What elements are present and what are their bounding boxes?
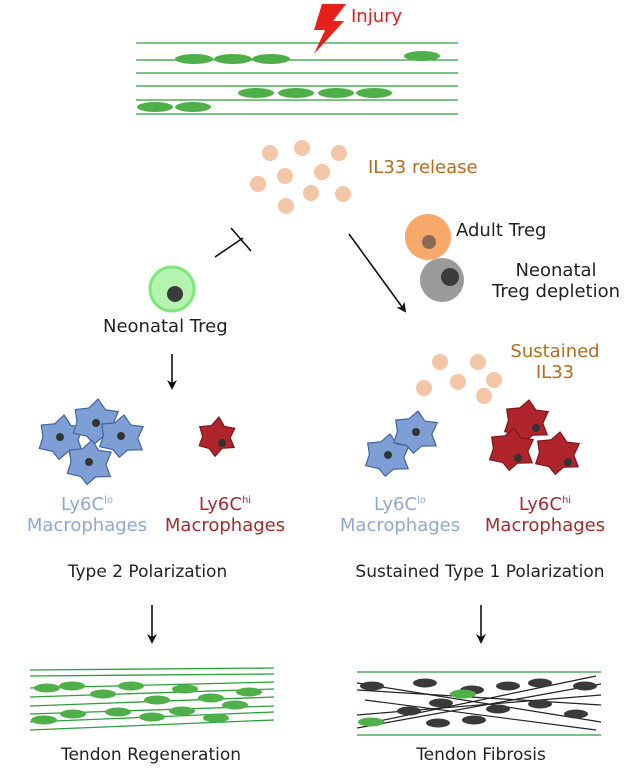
regenerated-tendon	[29, 667, 275, 731]
left-ly6c-hi-macrophage	[198, 415, 236, 458]
sustained-il33-line-2: IL33	[535, 361, 575, 383]
sustained-type-1-polarization-label: Sustained Type 1 Polarization	[355, 562, 605, 582]
neonatal-treg-depletion-line-1: Neonatal	[515, 260, 597, 281]
tendon-cells	[137, 51, 440, 112]
left-ly6c-hi-label: Ly6Chi Macrophages	[150, 494, 300, 536]
right-ly6c-hi-base: Ly6C	[518, 494, 562, 515]
right-ly6c-hi-macrophages	[488, 399, 581, 476]
injury-bolt-icon	[314, 4, 346, 54]
neonatal-treg-cell	[148, 265, 196, 313]
left-ly6c-lo-sup: lo	[104, 495, 113, 506]
sustained-il33-dots	[416, 354, 502, 404]
left-ly6c-hi-macrophages-text: Macrophages	[164, 514, 286, 536]
left-ly6c-hi-base: Ly6C	[198, 494, 242, 515]
right-ly6c-lo-base: Ly6C	[374, 494, 418, 515]
right-ly6c-lo-name: Ly6Clo	[325, 494, 475, 516]
right-ly6c-hi-macrophages-text: Macrophages	[484, 514, 606, 536]
neonatal-treg-depletion-label: Neonatal Treg depletion	[472, 260, 640, 302]
il33-to-right-arrow	[348, 233, 407, 313]
fibrotic-tendon	[356, 671, 602, 736]
type-2-polarization-label: Type 2 Polarization	[67, 562, 228, 582]
right-ly6c-lo-macrophages-text: Macrophages	[339, 514, 461, 536]
adult-treg-label: Adult Treg	[456, 220, 547, 241]
right-ly6c-hi-name: Ly6Chi	[470, 494, 620, 516]
injury-label: Injury	[351, 6, 403, 27]
right-ly6c-lo-label: Ly6Clo Macrophages	[325, 494, 475, 536]
right-ly6c-lo-sup: lo	[417, 495, 426, 506]
neonatal-treg-depletion-line-2: Treg depletion	[491, 280, 621, 302]
il33-release-dots	[250, 140, 351, 214]
injured-tendon	[136, 4, 458, 115]
left-ly6c-lo-macrophages	[38, 398, 145, 486]
sustained-il33-label: Sustained IL33	[500, 341, 610, 383]
left-ly6c-lo-label: Ly6Clo Macrophages	[12, 494, 162, 536]
depleted-neonatal-treg-cell	[420, 258, 464, 302]
left-ly6c-hi-name: Ly6Chi	[150, 494, 300, 516]
sustained-il33-line-1: Sustained	[510, 341, 600, 362]
right-ly6c-hi-label: Ly6Chi Macrophages	[470, 494, 620, 536]
left-ly6c-hi-sup: hi	[241, 495, 252, 506]
right-ly6c-lo-macrophages	[364, 410, 439, 478]
inhibition-symbol	[214, 227, 252, 258]
il33-release-label: IL33 release	[368, 157, 478, 178]
tendon-fibrosis-label: Tendon Fibrosis	[416, 745, 546, 765]
neonatal-treg-label: Neonatal Treg	[103, 316, 228, 337]
right-ly6c-hi-sup: hi	[561, 495, 572, 506]
left-ly6c-lo-macrophages-text: Macrophages	[26, 514, 148, 536]
adult-treg-cell	[405, 214, 451, 260]
left-ly6c-lo-name: Ly6Clo	[12, 494, 162, 516]
tendon-regeneration-label: Tendon Regeneration	[60, 745, 242, 765]
left-ly6c-lo-base: Ly6C	[61, 494, 105, 515]
